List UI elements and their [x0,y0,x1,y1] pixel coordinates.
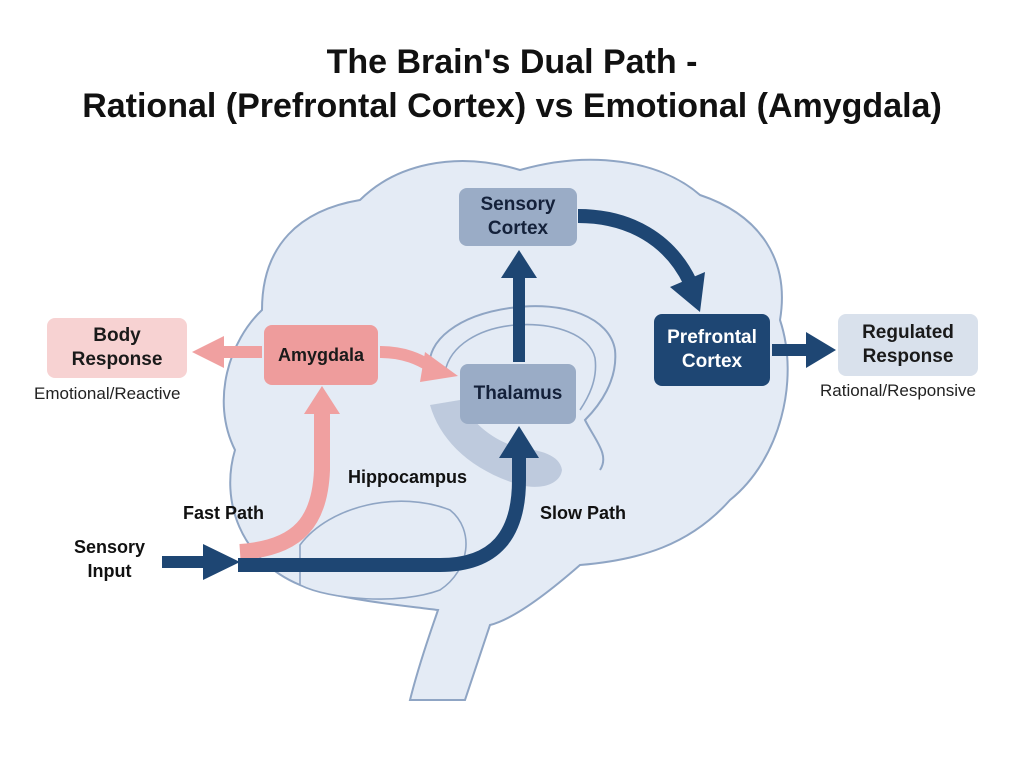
regulated-response-label: Regulated Response [862,322,954,367]
prefrontal-to-regulated-arrowhead [806,332,836,368]
amygdala-label: Amygdala [277,345,365,365]
amygdala-to-body-arrowhead [192,336,224,368]
prefrontal-cortex-box: Prefrontal Cortex [654,314,770,386]
regulated-response-box: Regulated Response [838,314,978,376]
sensory-input-label: Sensory Input [74,537,146,581]
amygdala-to-thalamus-arrowhead [420,352,458,382]
inner-fold-outline [444,323,597,411]
slow-path-arrow [238,455,526,572]
fast-path-arrowhead [304,386,340,414]
hippocampus-label: Hippocampus [348,467,468,487]
thalamus-box: Thalamus [460,364,576,424]
diagram-title-line-1: The Brain's Dual Path - [326,43,698,81]
amygdala-box: Amygdala [264,325,378,385]
slow-path-arrowhead [499,426,539,458]
thalamus-label: Thalamus [473,383,563,404]
body-response-box: Body Response [47,318,187,378]
fast-path-arrow [239,412,330,560]
rational-responsive-caption: Rational/Responsive [820,381,976,400]
emotional-reactive-caption: Emotional/Reactive [34,384,181,403]
thalamus-to-cortex-arrowhead [501,250,537,278]
cortex-to-prefrontal-arrowhead [670,272,705,312]
slow-path-label: Slow Path [540,503,627,523]
cortex-to-prefrontal-arrow [577,209,697,286]
body-response-label: Body Response [71,325,163,370]
sensory-cortex-label: Sensory Cortex [480,194,556,239]
limbic-fold-outline [428,305,617,471]
sensory-cortex-box: Sensory Cortex [459,188,577,246]
input-arrowhead [203,544,240,580]
fast-path-label: Fast Path [183,503,265,523]
prefrontal-cortex-label: Prefrontal Cortex [667,327,757,372]
cerebellum-outline [299,500,467,600]
diagram-title-line-2: Rational (Prefrontal Cortex) vs Emotiona… [82,87,942,125]
